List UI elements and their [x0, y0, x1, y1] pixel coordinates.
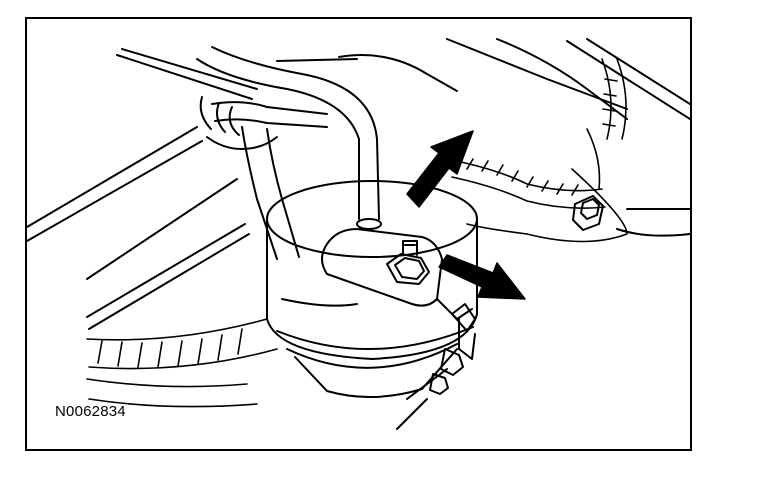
receiver-drier-illustration [27, 38, 690, 430]
diagram-frame: N0062834 [25, 17, 692, 451]
callout-arrow-upper [406, 130, 474, 208]
background-structure [27, 38, 690, 430]
inlet-pipe [196, 46, 382, 230]
canister-clamp [429, 303, 476, 395]
bracket-bolt [572, 195, 604, 231]
callout-arrow-lower [438, 254, 526, 300]
mounting-nut [386, 240, 430, 285]
wiring-harness [446, 58, 628, 243]
lower-hoses [86, 318, 278, 408]
drier-canister [266, 180, 478, 398]
figure-id-label: N0062834 [55, 403, 126, 420]
mounting-bracket [281, 228, 473, 320]
ac-lines [199, 96, 328, 260]
